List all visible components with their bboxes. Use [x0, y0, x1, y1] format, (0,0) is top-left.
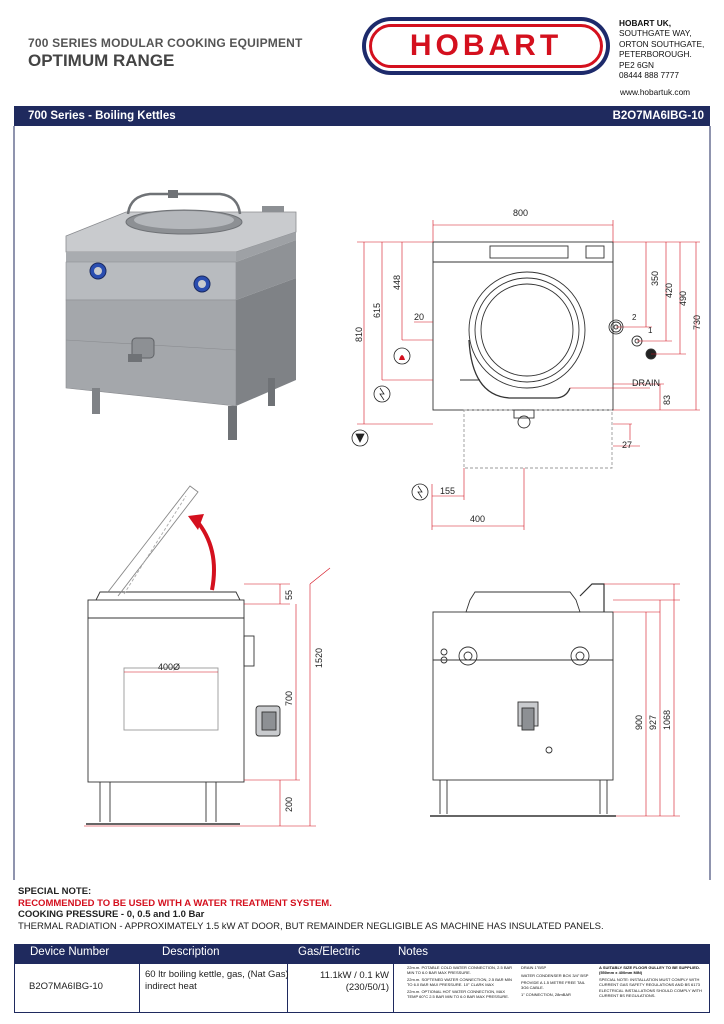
note-drain: DRAIN 1"BSP — [521, 965, 547, 970]
note-cold-water: 22m.m. POTABLE COLD WATER CONNECTION, 2.… — [407, 965, 513, 975]
header-description: Description — [162, 946, 220, 958]
range-title: OPTIMUM RANGE — [28, 51, 175, 70]
dimension-labels: 800 448 615 810 20 350 420 490 730 83 27… — [158, 208, 702, 812]
note-gas-connection: 1" CONNECTION, 28mBAR — [521, 992, 571, 998]
notes-drain-connections: DRAIN 1"BSP WATER CONDENSER BOX 3/4" BSP… — [521, 965, 591, 998]
address-line-2: SOUTHGATE WAY, — [619, 28, 692, 39]
connection-1-label: 1 — [648, 326, 653, 335]
dim-155: 155 — [440, 486, 455, 496]
dim-700: 700 — [284, 691, 294, 706]
note-floor-gulley: A SUITABLY SIZE FLOOR GULLEY TO BE SUPPL… — [599, 965, 700, 975]
header-device-number: Device Number — [30, 946, 110, 958]
header-notes: Notes — [398, 946, 429, 958]
drain-label: DRAIN — [632, 378, 660, 388]
note-cable: PROVIDE A 1.5 METRE FREE TAIL 3G6 CABLE. — [521, 980, 585, 990]
notes-water-connections: 22m.m. POTABLE COLD WATER CONNECTION, 2.… — [407, 965, 517, 1000]
series-title: 700 SERIES MODULAR COOKING EQUIPMENT — [28, 36, 303, 50]
device-number-cell: B2O7MA6IBG-10 — [29, 981, 103, 992]
spec-table-row: B2O7MA6IBG-10 60 ltr boiling kettle, gas… — [14, 963, 710, 1013]
gas-electric-supply: (230/50/1) — [345, 982, 389, 993]
service-icons — [351, 319, 624, 501]
plan-view — [432, 241, 657, 469]
plan-dimension-lines — [357, 220, 700, 530]
dim-615: 615 — [372, 303, 382, 318]
address-line-4: PETERBOROUGH. — [619, 49, 692, 60]
hobart-logo: HOBART — [362, 17, 610, 75]
connection-2-label: 2 — [632, 313, 637, 322]
dim-55: 55 — [284, 590, 294, 600]
address-line-3: ORTON SOUTHGATE, — [619, 38, 705, 49]
title-bar: 700 Series - Boiling Kettles B2O7MA6IBG-… — [14, 106, 710, 126]
note-hot-water: 22m.m. OPTIONAL HOT WATER CONNECTION, MA… — [407, 989, 510, 999]
dim-27: 27 — [622, 440, 632, 450]
note-electrical: ELECTRICAL INSTALLATIONS SHOULD COMPLY W… — [599, 988, 702, 998]
product-category: 700 Series - Boiling Kettles — [28, 110, 176, 122]
dim-490: 490 — [678, 291, 688, 306]
company-address: HOBART UK, SOUTHGATE WAY, ORTON SOUTHGAT… — [619, 18, 704, 80]
side-elevation — [86, 485, 281, 825]
dim-400-dia: 400Ø — [158, 662, 180, 672]
header-titles: 700 SERIES MODULAR COOKING EQUIPMENT OPT… — [28, 36, 303, 71]
header-gas-electric: Gas/Electric — [298, 946, 360, 958]
dim-810: 810 — [354, 327, 364, 342]
special-note: SPECIAL NOTE: RECOMMENDED TO BE USED WIT… — [18, 886, 604, 932]
note-softened-water: 22m.m. SOFTENED WATER CONNECTION, 2.5 BA… — [407, 977, 512, 987]
notes-installation: A SUITABLY SIZE FLOOR GULLEY TO BE SUPPL… — [599, 965, 707, 999]
dim-1520: 1520 — [314, 648, 324, 668]
dim-420: 420 — [664, 283, 674, 298]
note-gas-safety: SPECIAL NOTE: INSTALLATION MUST COMPLY W… — [599, 977, 700, 987]
kettle-3d-image — [65, 190, 297, 440]
model-number: B2O7MA6IBG-10 — [612, 110, 704, 122]
spec-table-header: Device Number Description Gas/Electric N… — [14, 944, 710, 963]
front-elevation — [430, 583, 616, 817]
website-link[interactable]: www.hobartuk.com — [620, 87, 691, 97]
gas-electric-power: 11.1kW / 0.1 kW — [320, 970, 389, 981]
dim-927: 927 — [648, 715, 658, 730]
dim-400: 400 — [470, 514, 485, 524]
dim-800: 800 — [513, 208, 528, 218]
special-note-title: SPECIAL NOTE: — [18, 886, 92, 897]
note-condenser: WATER CONDENSER BOX 3/4" BSP — [521, 972, 589, 978]
dim-730: 730 — [692, 315, 702, 330]
gas-electric-cell: 11.1kW / 0.1 kW (230/50/1) — [289, 970, 389, 994]
logo-text: HOBART — [409, 29, 563, 62]
dim-900: 900 — [634, 715, 644, 730]
lid-open-arrow — [194, 518, 216, 591]
front-dimension-lines — [604, 583, 680, 817]
dim-83: 83 — [662, 395, 672, 405]
dim-448: 448 — [392, 275, 402, 290]
address-line-6: 08444 888 7777 — [619, 70, 679, 81]
thermal-radiation-note: THERMAL RADIATION - APPROXIMATELY 1.5 kW… — [18, 920, 604, 932]
cooking-pressure-note: COOKING PRESSURE - 0, 0.5 and 1.0 Bar — [18, 909, 205, 921]
dim-200: 200 — [284, 797, 294, 812]
side-dimension-lines — [84, 567, 331, 827]
lid-arrow-head — [188, 514, 204, 530]
dim-350: 350 — [650, 271, 660, 286]
address-line-5: PE2 6GN — [619, 59, 655, 70]
description-cell: 60 ltr boiling kettle, gas, (Nat Gas) in… — [145, 969, 289, 992]
dim-1068: 1068 — [662, 710, 672, 730]
address-line-1: HOBART UK, — [619, 18, 672, 28]
dim-20: 20 — [414, 312, 424, 322]
water-treatment-note: RECOMMENDED TO BE USED WITH A WATER TREA… — [18, 897, 332, 909]
